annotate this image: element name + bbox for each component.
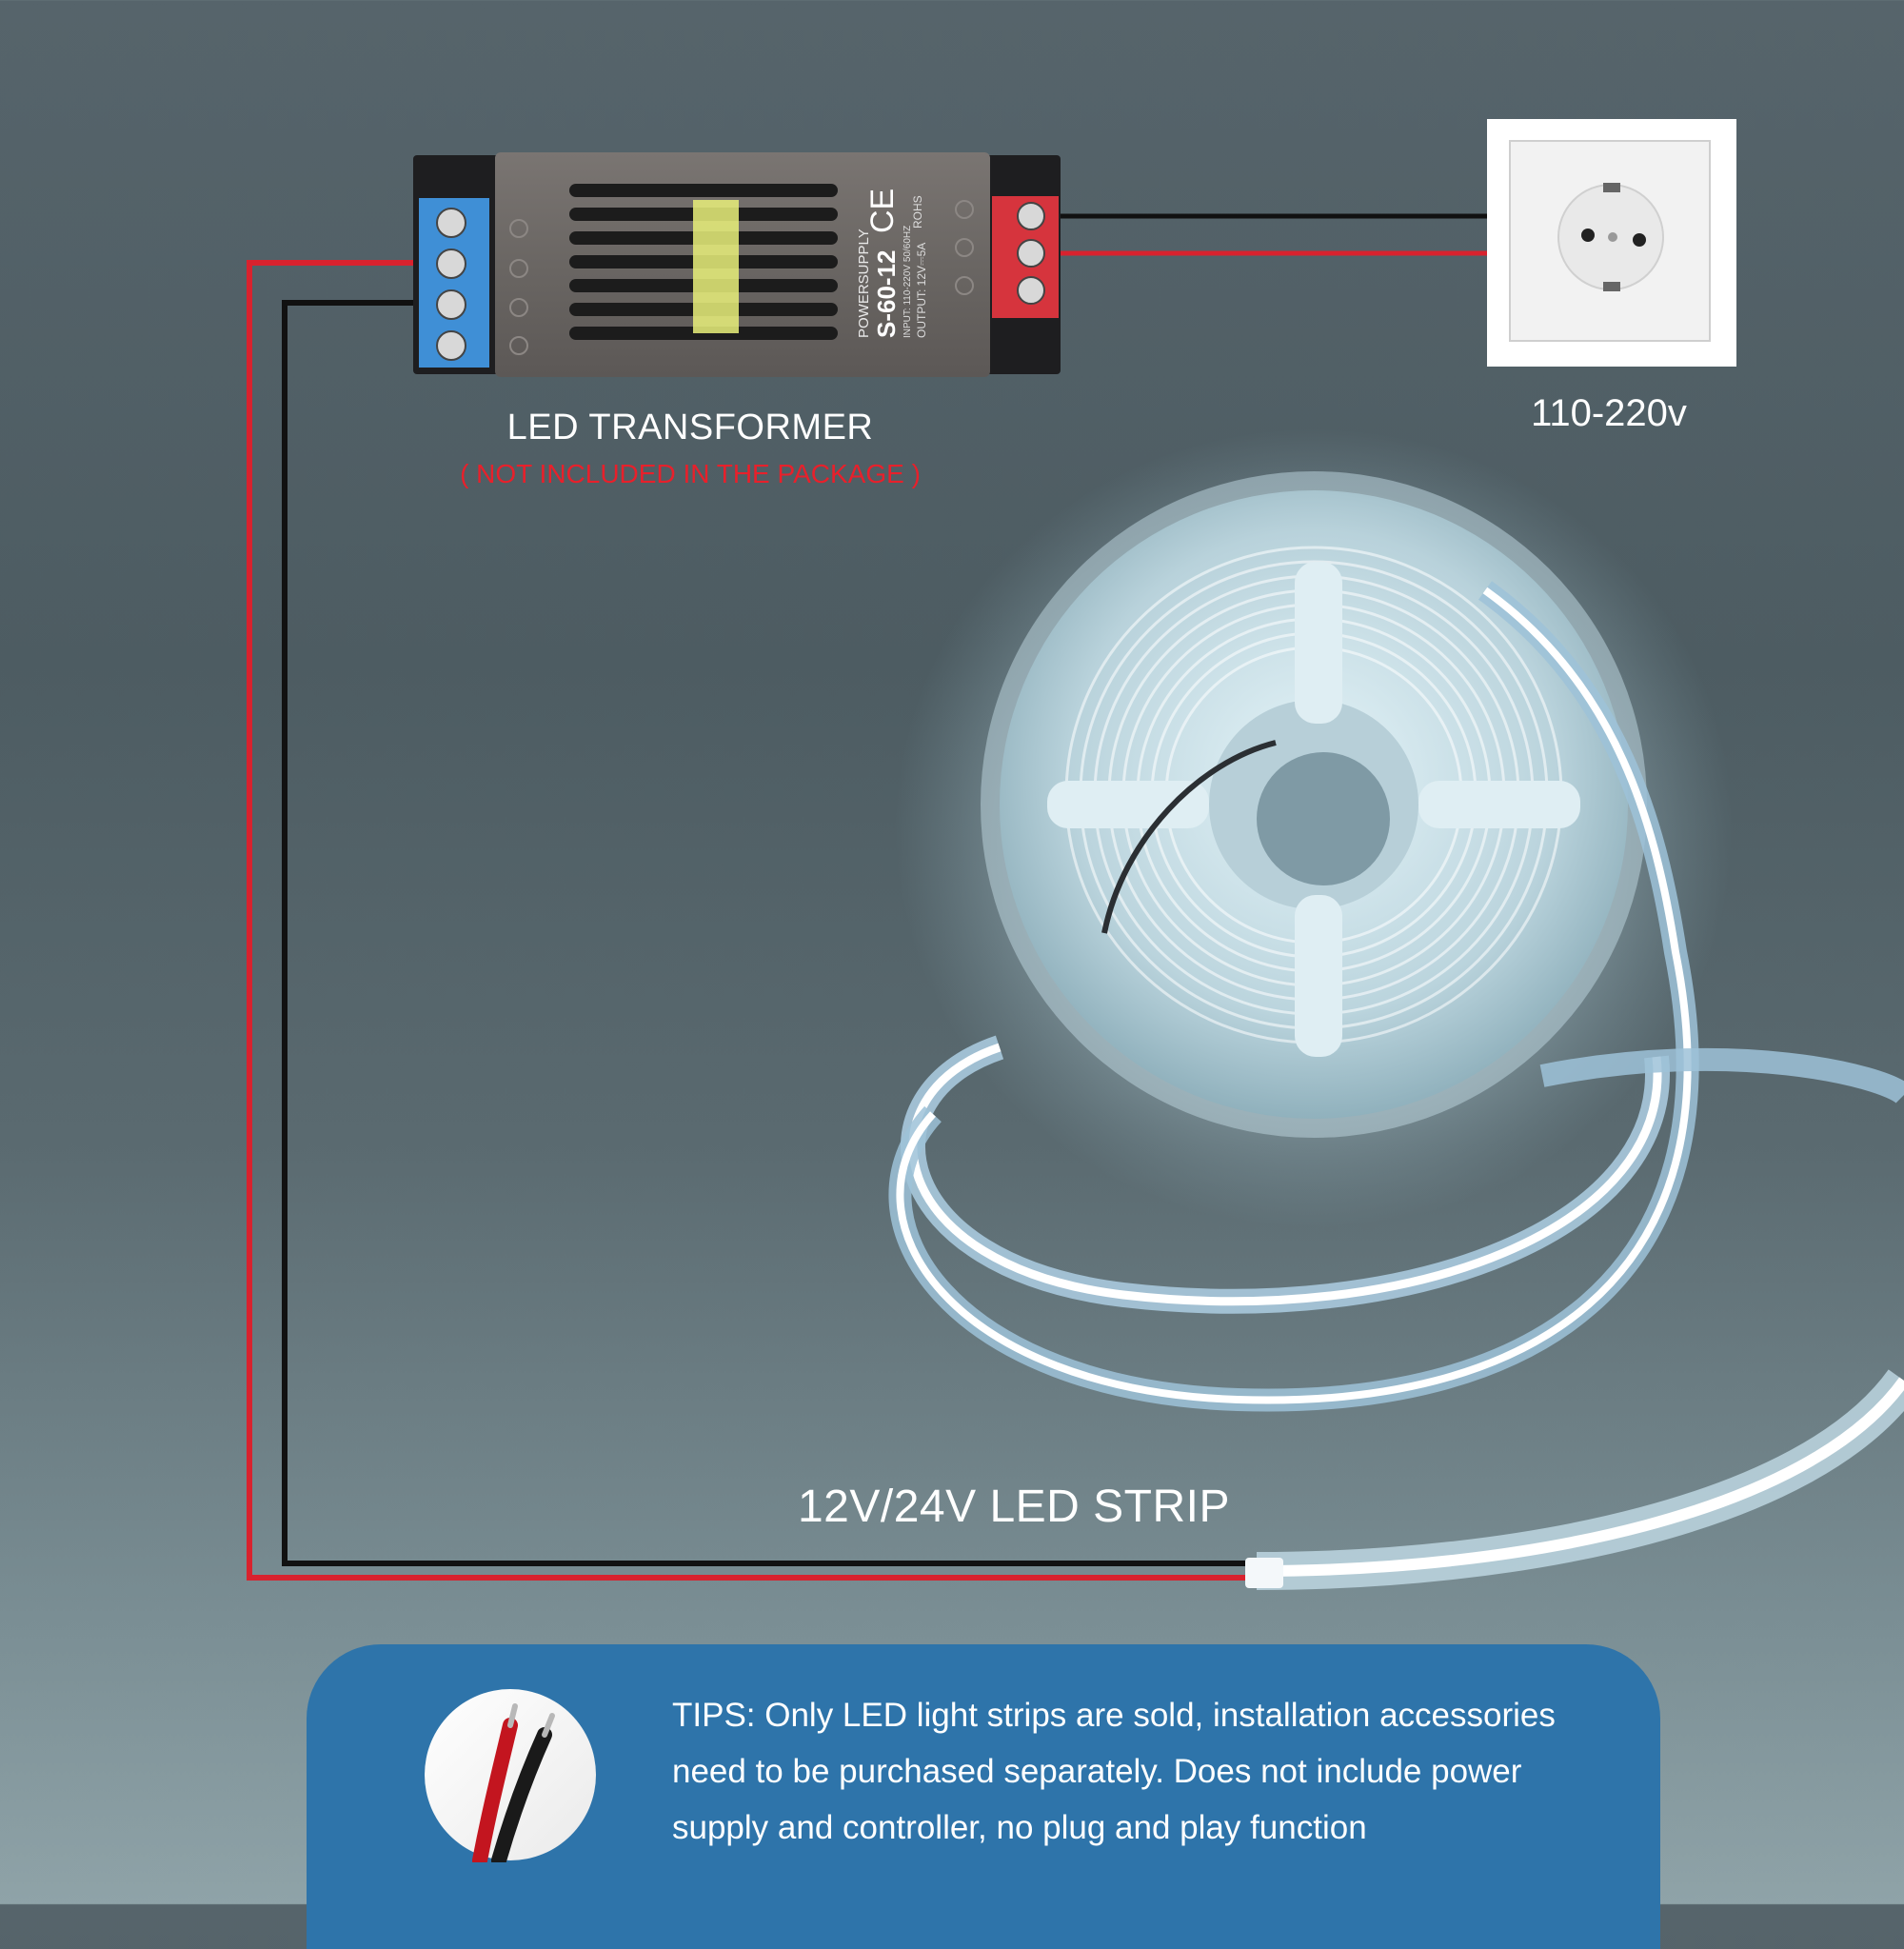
transformer-not-included-note: ( NOT INCLUDED IN THE PACKAGE ) <box>460 459 921 488</box>
outlet-voltage-label: 110-220v <box>1531 392 1687 434</box>
transformer-title: LED TRANSFORMER <box>506 408 874 447</box>
tips-text: TIPS: Only LED light strips are sold, in… <box>672 1697 1556 1846</box>
transformer-model: S-60-12 <box>872 250 901 339</box>
led-strip-reel <box>888 428 1904 1590</box>
outlet-socket-hole-right <box>1633 233 1646 247</box>
rohs-mark: ROHS <box>911 195 924 229</box>
wire-red-transformer-to-strip <box>247 260 1257 1581</box>
ce-mark: CE <box>864 189 901 233</box>
wiring-diagram: POWERSUPPLY S-60-12 INPUT: 110-220V 50/6… <box>247 119 1904 1590</box>
led-strip-label: 12V/24V LED STRIP <box>797 1482 1231 1532</box>
transformer-printed-label: POWERSUPPLY S-60-12 INPUT: 110-220V 50/6… <box>856 226 928 338</box>
transformer-output-spec: OUTPUT: 12V⎓5A <box>915 243 928 338</box>
wire-black-transformer-to-strip <box>282 300 1257 1566</box>
transformer-screw-marks <box>509 200 974 355</box>
wire-pair-icon <box>425 1689 596 1862</box>
strip-connector <box>1245 1558 1283 1588</box>
transformer-input-spec: INPUT: 110-220V 50/60HZ <box>902 226 913 338</box>
transformer-brand: POWERSUPPLY <box>856 229 872 338</box>
outlet-socket-hole-left <box>1581 229 1595 242</box>
internal-component <box>693 200 739 333</box>
wall-outlet <box>1487 119 1736 367</box>
led-transformer: POWERSUPPLY S-60-12 INPUT: 110-220V 50/6… <box>413 152 1061 377</box>
